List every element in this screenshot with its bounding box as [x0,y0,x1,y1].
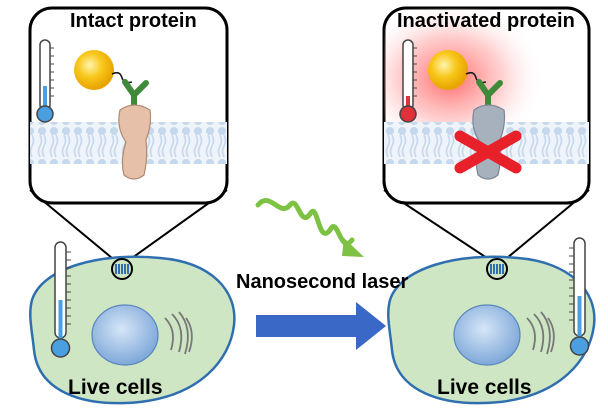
thermometer-icon [399,39,417,123]
membrane-detail [115,264,129,274]
left-cells-label: Live cells [68,376,163,399]
nanoparticle-icon [428,50,468,90]
left-panel-title: Intact protein [70,10,197,32]
organelle [526,311,555,355]
right-cells-label: Live cells [437,376,532,399]
laser-label: Nanosecond laser [236,271,409,293]
left-cell [29,241,236,405]
laser-wave-icon [255,198,364,257]
cross-mark-icon [454,130,522,174]
nucleus [91,304,159,366]
thermometer-icon [569,237,590,356]
right-cell [387,237,596,405]
intact-protein [118,104,152,180]
right-zoom-panel [382,6,591,259]
arrow-right-icon [256,302,386,350]
zoom-circle [486,258,508,280]
thermometer-icon [36,39,54,123]
zoom-circle [111,258,133,280]
nanoparticle-icon [74,50,114,90]
membrane-detail [490,264,504,274]
thermometer-icon [50,241,71,358]
right-panel-title: Inactivated protein [397,10,575,32]
organelle [164,311,193,355]
left-zoom-panel [28,6,229,259]
nucleus [453,304,521,366]
